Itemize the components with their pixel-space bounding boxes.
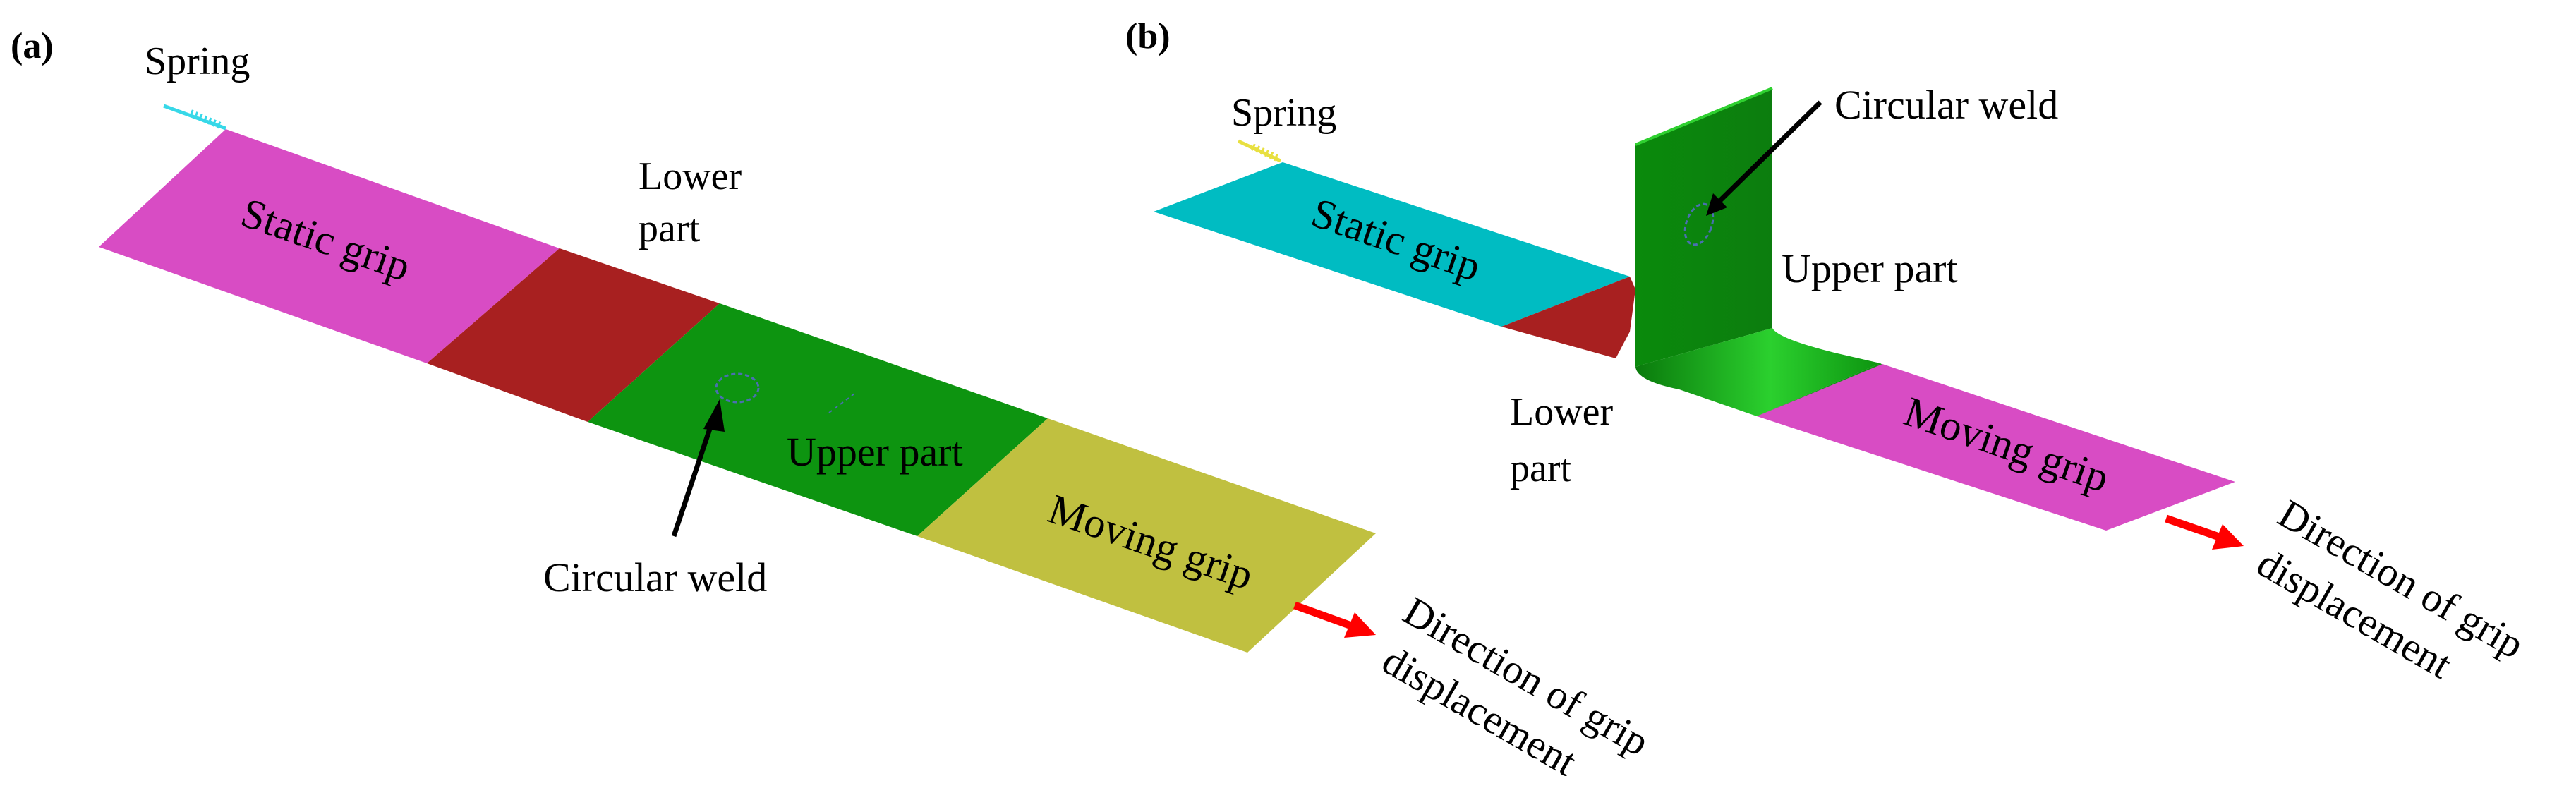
upper-part-a (588, 303, 1048, 536)
circular-weld-a-label: Circular weld (543, 554, 767, 600)
upper-part-a-label: Upper part (787, 429, 963, 475)
direction-arrow-a-shaft (1293, 601, 1355, 631)
spring-b-label: Spring (1231, 91, 1336, 135)
circular-weld-b (1683, 202, 1715, 246)
direction-arrow-a-head (1344, 612, 1376, 638)
circular-weld-a-arrowhead (703, 399, 725, 432)
spring-b (1237, 139, 1282, 163)
circular-weld-b-leader (1714, 100, 1822, 207)
upper-part-b-label: Upper part (1782, 246, 1958, 291)
upper-part-b-wall (1635, 88, 1772, 367)
spring-a-turns (189, 109, 222, 129)
direction-arrow-b-head (2212, 524, 2244, 550)
lower-part-a-label-line2: part (639, 207, 701, 250)
static-grip-a (99, 129, 560, 363)
panel-b-label: (b) (1125, 16, 1171, 56)
panel-a: (a) Spring Static grip Upper part Moving… (11, 26, 1657, 784)
static-grip-b (1154, 162, 1630, 327)
moving-grip-b (1757, 364, 2235, 531)
lower-part-b-label-line2: part (1510, 447, 1572, 490)
upper-part-b-wall-edge (1635, 87, 1773, 146)
moving-grip-a (917, 418, 1376, 653)
circular-weld-b-label: Circular weld (1834, 82, 2058, 128)
panel-b: (b) Spring Static grip Moving grip Upper… (1125, 16, 2532, 687)
spring-b-coil (1237, 139, 1282, 163)
circular-weld-b-arrowhead (1706, 193, 1727, 216)
lower-part-b-label-line1: Lower (1510, 390, 1614, 434)
spring-a-label: Spring (145, 40, 250, 83)
direction-arrow-b-shaft (2165, 514, 2223, 542)
lower-part-a (427, 248, 720, 422)
lower-part-a-label-line1: Lower (639, 154, 742, 198)
spring-a (163, 104, 226, 131)
weld-a-ghost-mark (828, 391, 858, 413)
circular-weld-a (715, 372, 760, 404)
lower-part-b (1501, 277, 1635, 358)
upper-part-b-bend (1635, 328, 1880, 416)
circular-weld-a-leader (671, 415, 717, 538)
panel-a-label: (a) (11, 26, 54, 66)
